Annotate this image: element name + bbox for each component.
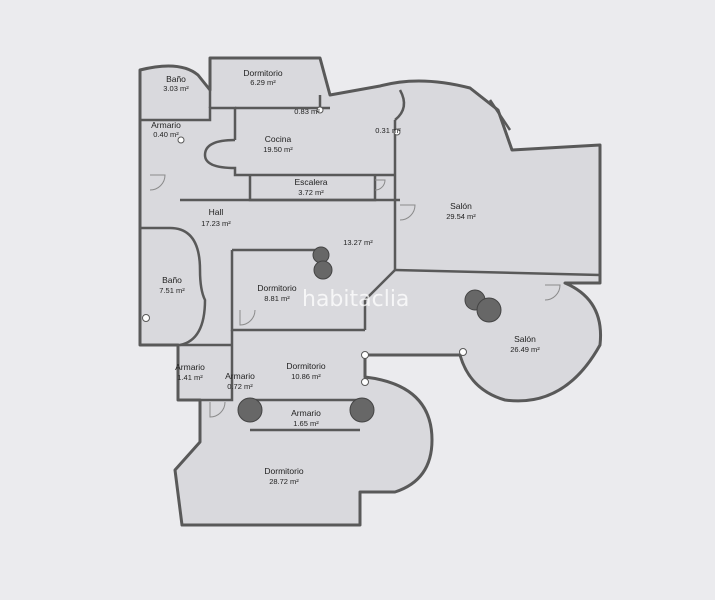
room-name: Armario [151, 120, 181, 130]
column [312, 246, 330, 264]
room-name: Dormitorio [257, 283, 296, 293]
watermark: habitaclia [302, 287, 409, 312]
room-area: 10.86 m² [291, 372, 321, 381]
room-area: 8.81 m² [264, 294, 290, 303]
doors [149, 174, 561, 418]
room-area: 17.23 m² [201, 219, 231, 228]
room-area: 1.41 m² [177, 373, 203, 382]
room-name: Armario [225, 371, 255, 381]
room-area: 0.40 m² [153, 130, 179, 139]
room-name: Baño [162, 275, 182, 285]
room-area: 0.31 m² [375, 126, 401, 135]
room-name: Armario [175, 362, 205, 372]
column [237, 397, 263, 423]
door-escalera [374, 179, 386, 191]
door-hall [149, 174, 166, 191]
room-area: 3.72 m² [298, 188, 324, 197]
column [476, 297, 502, 323]
room-name: Dormitorio [264, 466, 303, 476]
room-area: 3.03 m² [163, 84, 189, 93]
room-name: Cocina [265, 134, 292, 144]
door-salon [399, 204, 416, 221]
room-name: Hall [209, 207, 224, 217]
room-name: Dormitorio [286, 361, 325, 371]
columns [237, 246, 502, 423]
room-name: Salón [450, 201, 472, 211]
column [313, 260, 333, 280]
room-name: Dormitorio [243, 68, 282, 78]
room-area: 0.72 m² [227, 382, 253, 391]
room-area: 1.65 m² [293, 419, 319, 428]
room-area: 7.51 m² [159, 286, 185, 295]
room-area: 28.72 m² [269, 477, 299, 486]
door-salon-bottom [544, 284, 561, 301]
room-name: Baño [166, 74, 186, 84]
room-name: Armario [291, 408, 321, 418]
room-labels: Baño 3.03 m² Dormitorio 6.29 m² Armario … [151, 68, 540, 486]
room-area: 29.54 m² [446, 212, 476, 221]
door-armario [209, 401, 226, 418]
room-area: 26.49 m² [510, 345, 540, 354]
interior-walls [140, 58, 601, 432]
wall-junctions [142, 106, 467, 386]
door-dorm-mid [239, 309, 256, 326]
room-area: 13.27 m² [343, 238, 373, 247]
room-area: 0.83 m² [294, 107, 320, 116]
room-area: 19.50 m² [263, 145, 293, 154]
room-name: Salón [514, 334, 536, 344]
room-area: 6.29 m² [250, 78, 276, 87]
column [349, 397, 375, 423]
room-name: Escalera [294, 177, 327, 187]
